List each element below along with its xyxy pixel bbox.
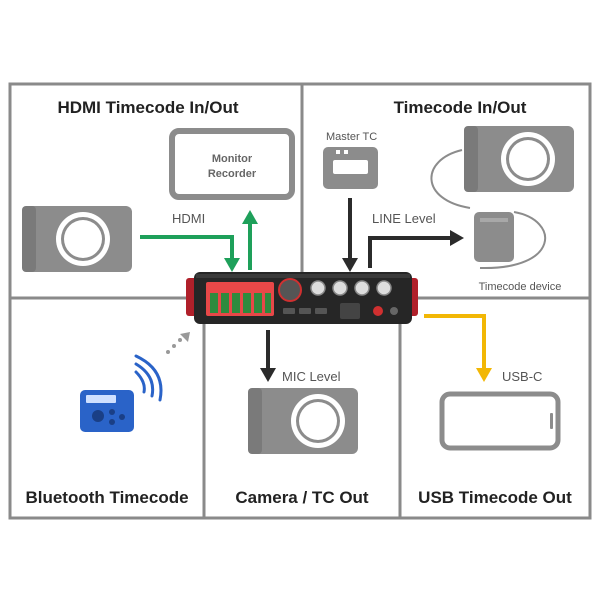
smartphone-icon [439,391,561,451]
monitor-label-line2: Recorder [208,168,257,180]
bluetooth-signal-icon [134,354,163,402]
line-out-arrowhead [450,230,464,246]
tc-inout-panel-title: Timecode In/Out [394,98,527,117]
grid-frame [8,82,592,520]
timecode-device-icon [474,212,514,262]
bluetooth-device-icon [80,390,134,432]
camera-icon [248,388,358,454]
hdmi-link-label: HDMI [172,211,205,226]
field-recorder-icon [186,272,418,324]
mic-level-arrowhead [260,368,276,382]
timecode-device-label: Timecode device [479,281,562,293]
line-level-label: LINE Level [372,211,436,226]
usb-c-label: USB-C [502,369,542,384]
hdmi-in-arrowhead [224,258,240,272]
master-tc-device-icon [323,147,378,189]
hdmi-panel-title: HDMI Timecode In/Out [57,98,238,117]
usb-arrowhead [476,368,492,382]
timecode-cable [430,149,547,270]
bluetooth-panel-title: Bluetooth Timecode [25,488,188,507]
camera-icon [22,206,132,272]
monitor-recorder-icon: Monitor Recorder [169,128,295,200]
usb-arrow [424,314,486,372]
monitor-label-line1: Monitor [212,153,253,165]
master-tc-label: Master TC [326,131,377,143]
line-out-arrow [368,236,452,268]
usb-panel-title: USB Timecode Out [418,488,572,507]
master-tc-arrowhead [342,258,358,272]
mic-level-label: MIC Level [282,369,341,384]
hdmi-arrows [140,222,252,270]
camera-panel-title: Camera / TC Out [235,488,369,507]
dotted-arrow-icon [166,332,190,354]
hdmi-out-arrowhead [242,210,258,224]
camera-icon [464,126,574,192]
